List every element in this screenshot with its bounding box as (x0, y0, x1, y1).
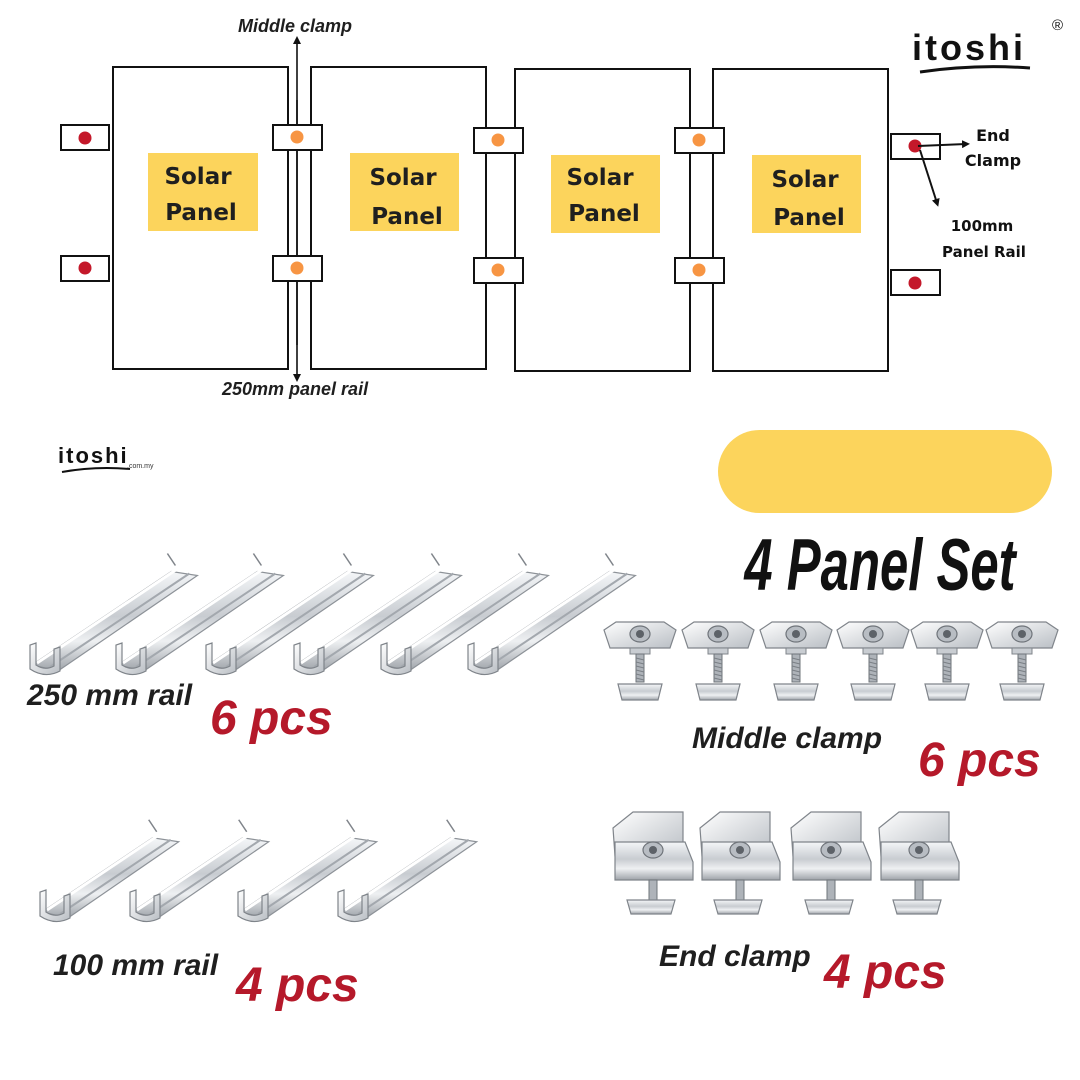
badge-text: 4 Panel Set (743, 525, 1018, 606)
panel-label-line1: Solar (566, 165, 634, 191)
rail-100-group (39, 819, 479, 923)
middle-clamp-dot (290, 261, 304, 275)
panel-label-line1: Solar (164, 164, 232, 190)
end-clamp-right-bottom (890, 269, 941, 296)
middle-clamp-part-label: Middle clamp (692, 722, 882, 755)
middle-clamp-count: 6 pcs (918, 734, 1041, 787)
panel-label-line2: Panel (773, 205, 845, 231)
end-clamp-piece (790, 811, 872, 915)
rail-250-piece (205, 553, 375, 676)
rail-100-piece (337, 819, 479, 923)
middle-clamp-dot (692, 263, 706, 277)
rail-100-label: 100 mm rail (53, 949, 219, 982)
end-clamp-dot (78, 261, 92, 275)
middle-clamp-group (603, 621, 1059, 701)
end-clamp-group (612, 811, 960, 915)
panel-label-line2: Panel (165, 200, 237, 226)
end-clamp-dot (908, 139, 922, 153)
end-clamp-pointer-arrow (917, 140, 970, 149)
panel-label-line2: Panel (568, 201, 640, 227)
middle-clamp-dot (491, 133, 505, 147)
panel-rail-250-label: 250mm panel rail (221, 379, 369, 399)
middle-clamp-piece (603, 621, 677, 701)
rail-100-count: 4 pcs (235, 959, 359, 1012)
middle-clamp-2-top (473, 127, 524, 154)
small-logo-text: itoshi (58, 443, 129, 468)
middle-clamp-piece (910, 621, 984, 701)
rail-250-piece (29, 553, 199, 676)
itoshi-logo: itoshi ® (912, 17, 1063, 74)
end-clamp-label-line1: End (976, 126, 1010, 145)
panel-label-box (551, 155, 660, 233)
rail-100-label-line1: 100mm (951, 217, 1014, 235)
logo-underline (919, 65, 1031, 74)
end-clamp-part-label: End clamp (659, 940, 811, 973)
rail-250-piece (293, 553, 463, 676)
panel-label-line1: Solar (771, 167, 839, 193)
registered-mark: ® (1052, 17, 1063, 34)
rail-250-piece (467, 553, 637, 676)
middle-clamp-2-bottom (473, 257, 524, 284)
middle-clamp-piece (681, 621, 755, 701)
panel-label-box (148, 153, 258, 231)
middle-clamp-dot (290, 130, 304, 144)
solar-panel-label-2: Solar Panel (350, 153, 459, 231)
panel-label-line1: Solar (369, 165, 437, 191)
rail-100-piece (129, 819, 271, 923)
end-clamp-piece (878, 811, 960, 915)
solar-panel-label-1: Solar Panel (148, 153, 258, 231)
panel-label-line2: Panel (371, 204, 443, 230)
middle-clamp-dot (491, 263, 505, 277)
middle-clamp-piece (985, 621, 1059, 701)
panel-label-box (752, 155, 861, 233)
rail-250-piece (115, 553, 285, 676)
rail-100-piece (39, 819, 181, 923)
end-clamp-label-line2: Clamp (965, 151, 1021, 170)
logo-text: itoshi (912, 27, 1026, 68)
middle-clamp-3-bottom (674, 257, 725, 284)
middle-clamp-1-top (272, 124, 323, 151)
middle-clamp-3-top (674, 127, 725, 154)
small-logo-underline (61, 467, 131, 473)
rail-250-piece (380, 553, 550, 676)
middle-clamp-1-bottom (272, 255, 323, 282)
middle-clamp-label: Middle clamp (238, 16, 352, 36)
end-clamp-right-top (890, 133, 941, 160)
middle-clamp-piece (836, 621, 910, 701)
itoshi-small-logo: itoshi .com.my (58, 443, 154, 473)
end-clamp-count: 4 pcs (823, 946, 947, 999)
rail-100-piece (237, 819, 379, 923)
solar-panel-label-4: Solar Panel (752, 155, 861, 233)
solar-panel-label-3: Solar Panel (551, 155, 660, 233)
middle-clamp-dot (692, 133, 706, 147)
rail-250-count: 6 pcs (210, 692, 333, 745)
panel-set-badge: 4 Panel Set (718, 430, 1052, 606)
end-clamp-left-bottom (60, 255, 110, 282)
middle-clamp-piece (759, 621, 833, 701)
end-clamp-dot (78, 131, 92, 145)
end-clamp-piece (612, 811, 694, 915)
rail-250-group (29, 553, 637, 676)
layout-diagram: Middle clamp 250mm panel rail (60, 16, 1026, 399)
end-clamp-piece (699, 811, 781, 915)
small-logo-domain: .com.my (127, 463, 154, 470)
rail-100-label-line2: Panel Rail (942, 243, 1026, 261)
badge-background (718, 430, 1052, 513)
end-clamp-left-top (60, 124, 110, 151)
rail-250-label: 250 mm rail (26, 679, 193, 712)
panel-label-box (350, 153, 459, 231)
panel-rail-pointer-arrow (919, 149, 940, 207)
end-clamp-dot (908, 276, 922, 290)
